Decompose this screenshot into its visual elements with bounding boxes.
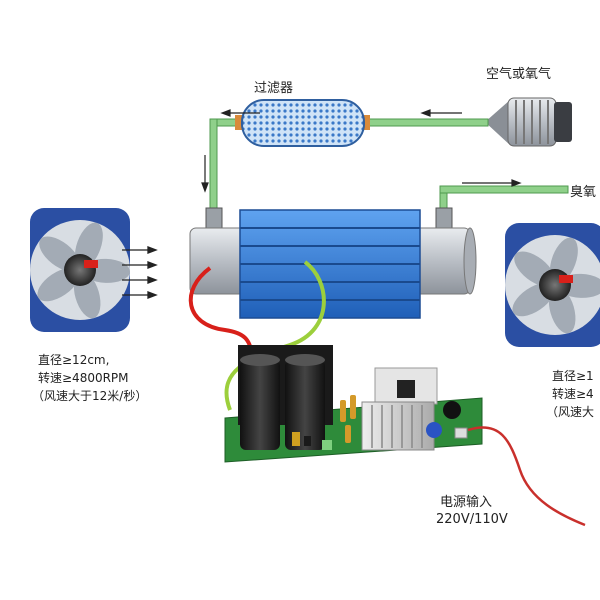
right-fan-speed: 转速≥4 <box>552 387 594 401</box>
air-or-oxygen-label: 空气或氧气 <box>486 67 552 82</box>
ozone-tube <box>189 209 477 319</box>
power-input-wire <box>467 426 586 527</box>
airflow-arrows <box>122 246 158 299</box>
flow-arrows <box>201 109 522 193</box>
left-fan-diameter: 直径≥12cm, <box>38 353 110 367</box>
outlet-fitting <box>435 207 453 231</box>
right-cooling-fan <box>505 223 600 347</box>
filter-cartridge <box>235 99 370 147</box>
power-input-label: 电源输入 <box>440 495 493 510</box>
right-fan-diameter: 直径≥1 <box>552 369 594 383</box>
ozone-label: 臭氧 <box>570 185 597 200</box>
filter-label: 过滤器 <box>254 81 294 96</box>
power-supply-board <box>224 345 483 463</box>
left-fan-speed: 转速≥4800RPM <box>38 371 129 385</box>
inlet-fitting <box>205 207 223 231</box>
red-high-voltage-wire <box>188 266 254 356</box>
right-fan-wind-speed: （风速大 <box>546 405 595 419</box>
left-fan-wind-speed: （风速大于12米/秒） <box>32 389 148 403</box>
air-inlet-connector <box>485 97 572 147</box>
left-cooling-fan <box>30 208 130 332</box>
ozone-outlet-pipe <box>439 185 569 215</box>
voltage-label: 220V/110V <box>436 512 508 527</box>
